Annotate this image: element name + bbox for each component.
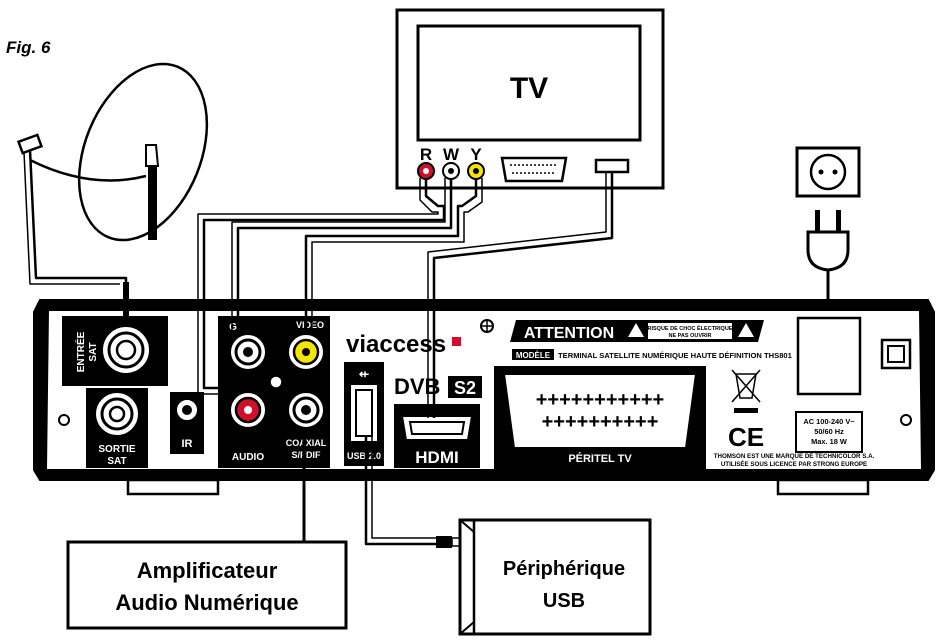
- tv-label-y: Y: [470, 145, 482, 164]
- usb-device-box: Périphérique USB: [458, 518, 652, 636]
- figure-label: Fig. 6: [6, 38, 51, 57]
- risque-text-1: RISQUE DE CHOC ÉLECTRIQUE: [648, 324, 733, 332]
- svg-text:+++++++++++: +++++++++++: [536, 389, 664, 411]
- peritel-label: PÉRITEL TV: [568, 452, 632, 465]
- modele-tag: MODÈLE: [516, 351, 551, 360]
- usb-symbol-icon: ⇷: [359, 367, 369, 381]
- tv-screen: [416, 24, 642, 142]
- power-rating-3: Max. 18 W: [811, 437, 847, 446]
- hdmi-cable: [432, 172, 614, 418]
- rca-g-label: G: [229, 322, 237, 333]
- tv: TV R W Y: [395, 8, 665, 190]
- s2-logo-text: S2: [454, 378, 476, 398]
- viaccess-logo: viaccess: [346, 331, 446, 358]
- weee-bin-icon: [731, 369, 761, 413]
- usb-device-label-1: Périphérique: [503, 558, 625, 580]
- tv-label-w: W: [443, 145, 460, 164]
- ir-port: IR: [170, 392, 204, 454]
- audio-white-cable: [236, 178, 453, 330]
- peritel-port: +++++++++++ ++++++++++ PÉRITEL TV: [494, 366, 706, 470]
- attention-text: ATTENTION: [524, 325, 614, 342]
- svg-text:++++++++++: ++++++++++: [542, 411, 659, 433]
- video-yellow-cable: [304, 178, 478, 330]
- power-rating-1: AC 100-240 V~: [803, 417, 855, 426]
- hdmi-label: HDMI: [415, 448, 458, 467]
- modele-text: TERMINAL SATELLITE NUMÉRIQUE HAUTE DÉFIN…: [558, 351, 793, 360]
- ir-label: IR: [182, 438, 193, 450]
- sortie-sat-port: SORTIE SAT: [86, 388, 148, 468]
- hdmi-port: HDMI: [394, 404, 480, 468]
- rca-audio-video-block: G VIDEO AUDIO COAXIAL S/PDIF: [218, 316, 330, 468]
- ce-mark: CE: [728, 422, 764, 452]
- thomson-text-1: THOMSON EST UNE MARQUE DE TECHNICOLOR S.…: [714, 453, 875, 460]
- dvb-s2-logo: DVB S2: [394, 374, 482, 399]
- usb-device-label-2: USB: [543, 590, 585, 612]
- wall-socket-icon: [795, 146, 861, 198]
- cables: [28, 149, 614, 546]
- thomson-text-2: UTILISÉE SOUS LICENCE PAR STRONG EUROPE: [721, 460, 867, 468]
- amplifier-box: Amplificateur Audio Numérique: [66, 540, 348, 630]
- sat-cable: [28, 149, 128, 284]
- risque-text-2: NE PAS OUVRIR: [669, 333, 712, 339]
- audio-label: AUDIO: [232, 452, 264, 463]
- sortie-sat-label-2: SAT: [107, 456, 126, 467]
- coaxial-label-1: COAXIAL: [286, 438, 327, 448]
- entree-sat-port: ENTRÉE SAT: [62, 316, 168, 386]
- usb-plug-icon: [436, 536, 452, 548]
- lnb-icon: [16, 133, 44, 155]
- rca-video-label: VIDEO: [296, 320, 324, 330]
- audio-red-cable: [202, 178, 446, 390]
- coaxial-label-2: S/PDIF: [291, 450, 321, 460]
- attention-label: ATTENTION RISQUE DE CHOC ÉLECTRIQUE NE P…: [510, 320, 793, 360]
- tv-label-r: R: [420, 145, 432, 164]
- usb-label: USB 2.0: [347, 451, 381, 461]
- tv-scart-port: [500, 156, 568, 183]
- usb-cable: [364, 436, 440, 546]
- lightning-warning-icon: [738, 323, 754, 337]
- amplifier-label-1: Amplificateur: [137, 558, 278, 583]
- tv-hdmi-port: [594, 158, 630, 174]
- viaccess-logo-mark: [452, 337, 461, 346]
- warning-triangle-icon: [628, 323, 644, 337]
- power-rating-label: AC 100-240 V~ 50/60 Hz Max. 18 W: [795, 411, 863, 453]
- satellite-dish-icon: [16, 62, 209, 242]
- tv-title: TV: [510, 72, 548, 105]
- dish-mast: [148, 148, 157, 240]
- sortie-sat-label-1: SORTIE: [98, 444, 136, 455]
- power-rating-2: 50/60 Hz: [814, 427, 844, 436]
- entree-sat-label-2: SAT: [88, 342, 99, 361]
- dish-reflector: [77, 62, 209, 242]
- amplifier-label-2: Audio Numérique: [115, 590, 298, 615]
- power-inlet: [796, 316, 862, 396]
- entree-sat-label-1: ENTRÉE: [74, 331, 87, 372]
- usb-port: ⇷ USB 2.0: [344, 362, 384, 466]
- dvb-logo-text: DVB: [394, 374, 440, 399]
